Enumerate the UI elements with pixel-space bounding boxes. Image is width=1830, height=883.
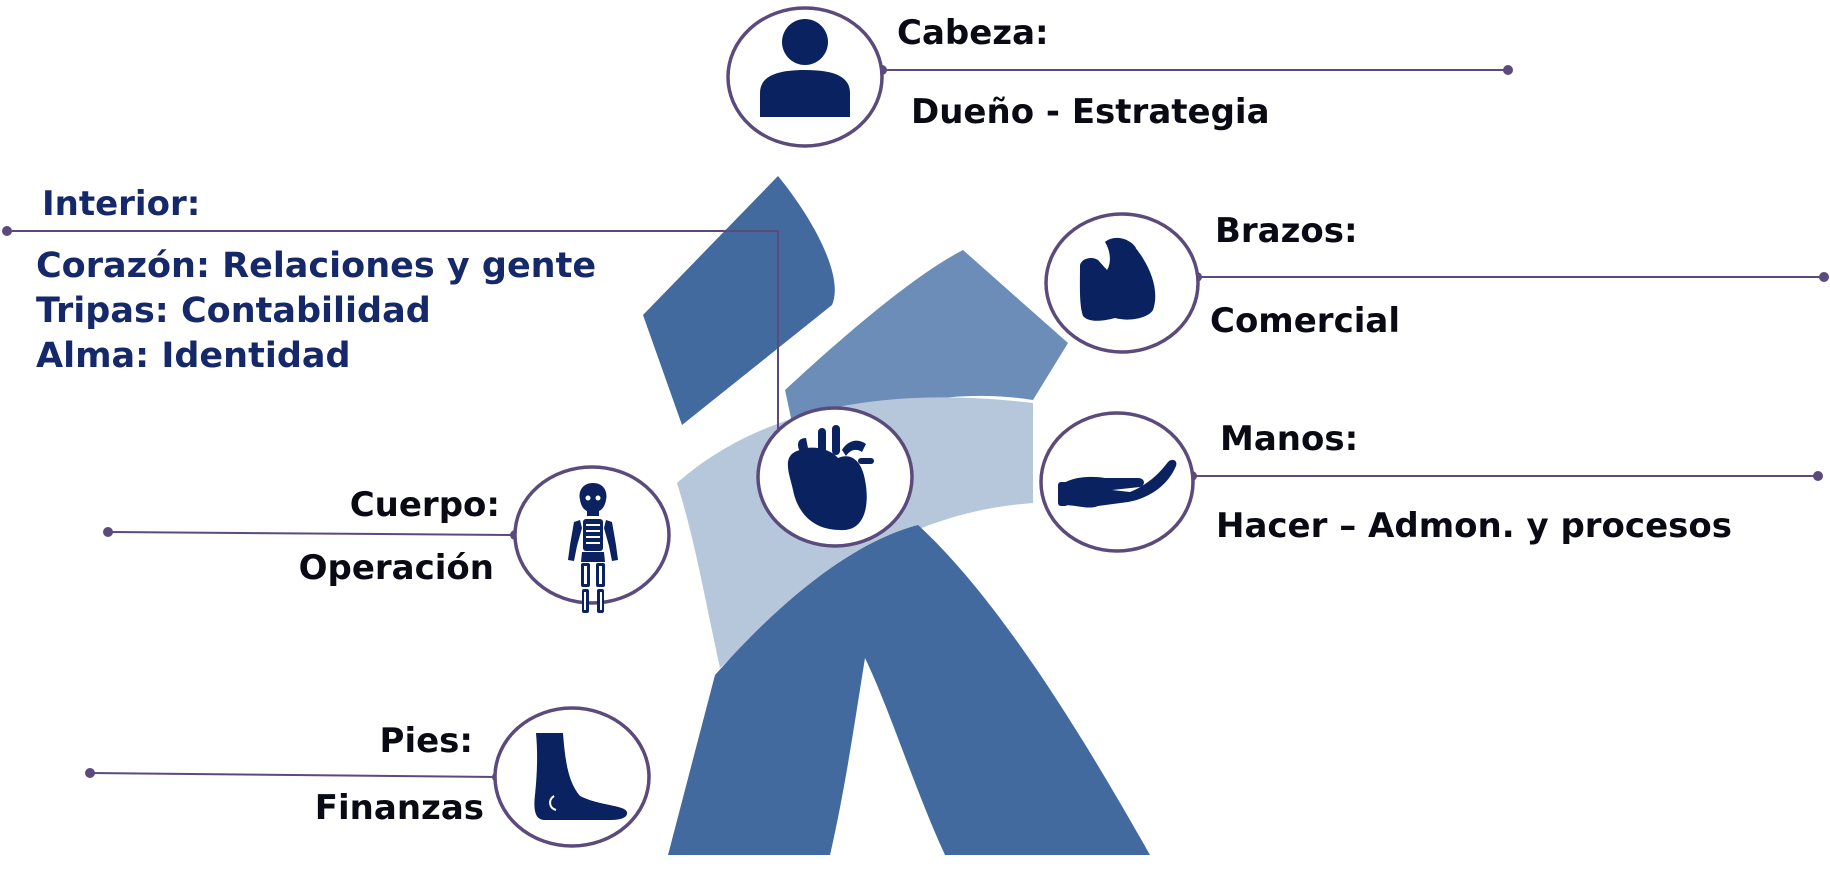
feet-connector bbox=[89, 772, 498, 778]
body-dot-end bbox=[103, 527, 113, 537]
figure-head-shape bbox=[643, 176, 835, 425]
interior-title: Interior: bbox=[42, 184, 201, 224]
interior-line-guts: Tripas: Contabilidad bbox=[36, 291, 431, 331]
feet-subtitle: Finanzas bbox=[314, 788, 484, 828]
arms-dot-end bbox=[1819, 272, 1829, 282]
skeleton-icon bbox=[568, 483, 618, 613]
body-connector bbox=[107, 531, 516, 536]
hands-title: Manos: bbox=[1220, 419, 1359, 459]
heart-icon bbox=[787, 425, 874, 531]
interior-line-heart: Corazón: Relaciones y gente bbox=[36, 246, 597, 286]
connector-lines bbox=[7, 69, 1824, 778]
interior-connector bbox=[7, 230, 779, 435]
arms-title: Brazos: bbox=[1215, 211, 1358, 251]
feet-ring bbox=[493, 706, 651, 848]
head-subtitle: Dueño - Estrategia bbox=[911, 92, 1270, 132]
body-subtitle: Operación bbox=[298, 548, 494, 588]
foot-icon bbox=[534, 733, 628, 820]
interior-dot-end bbox=[2, 226, 12, 236]
arms-subtitle: Comercial bbox=[1210, 301, 1400, 341]
open-hand-icon bbox=[1058, 459, 1177, 508]
person-icon bbox=[760, 19, 850, 117]
interior-line-soul: Alma: Identidad bbox=[36, 336, 351, 376]
hands-subtitle: Hacer – Admon. y procesos bbox=[1216, 506, 1732, 546]
body-title: Cuerpo: bbox=[349, 485, 500, 525]
figure-legs-shape bbox=[668, 525, 1150, 855]
feet-title: Pies: bbox=[379, 721, 473, 761]
head-dot-end bbox=[1503, 65, 1513, 75]
feet-dot-end bbox=[85, 768, 95, 778]
head-title: Cabeza: bbox=[897, 13, 1049, 53]
hands-dot-end bbox=[1813, 471, 1823, 481]
flexed-arm-icon bbox=[1079, 237, 1156, 321]
